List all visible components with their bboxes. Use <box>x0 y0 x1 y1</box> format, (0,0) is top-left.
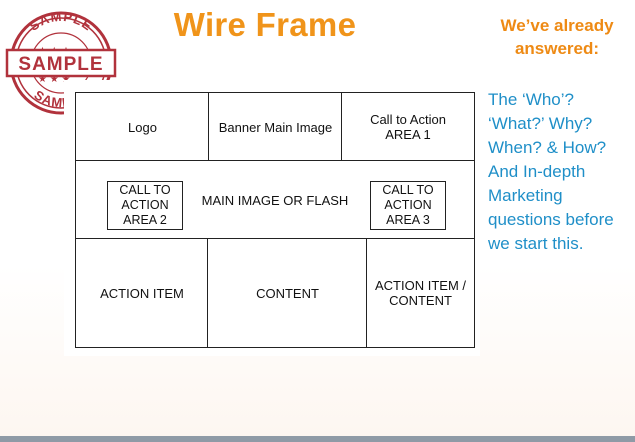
side-heading: We’ve already answered: <box>486 14 628 60</box>
cta3-label: CALL TO ACTION AREA 3 <box>382 183 433 228</box>
cta1-label: Call to Action AREA 1 <box>370 112 446 142</box>
cta1-line: AREA 1 <box>385 127 431 142</box>
wireframe-action-item-content-box: ACTION ITEM / CONTENT <box>366 238 475 348</box>
side-body-line: And In-depth <box>488 162 586 181</box>
svg-text:★ ★ ★: ★ ★ ★ <box>38 74 70 85</box>
wireframe-logo-box: Logo <box>75 92 210 162</box>
wireframe-cta1-box: Call to Action AREA 1 <box>341 92 475 162</box>
cta3-line: AREA 3 <box>386 213 430 227</box>
wireframe-cta2-box: CALL TO ACTION AREA 2 <box>107 181 183 230</box>
action-item-content-line: ACTION ITEM / <box>375 278 466 293</box>
bottom-bar <box>0 436 635 442</box>
side-body-line: When? & How? <box>488 138 607 157</box>
side-heading-line: answered: <box>514 39 600 58</box>
page-title: Wire Frame <box>173 6 357 43</box>
cta2-line: ACTION <box>121 198 169 212</box>
wireframe-banner-box: Banner Main Image <box>208 92 343 162</box>
action-item-label: ACTION ITEM <box>100 285 184 301</box>
action-item-content-label: ACTION ITEM / CONTENT <box>375 278 466 308</box>
wireframe-content-box: CONTENT <box>207 238 368 348</box>
cta3-line: CALL TO <box>382 183 434 197</box>
cta3-line: ACTION <box>384 198 432 212</box>
logo-label: Logo <box>128 119 157 135</box>
cta2-label: CALL TO ACTION AREA 2 <box>119 183 170 228</box>
svg-text:SAMPLE: SAMPLE <box>18 54 103 75</box>
side-body-line: The ‘Who’? <box>488 90 574 109</box>
side-body-line: Marketing <box>488 186 563 205</box>
cta1-line: Call to Action <box>370 112 446 127</box>
side-body-text: The ‘Who’? ‘What?’ Why? When? & How? And… <box>488 88 635 256</box>
side-heading-line: We’ve already <box>500 16 614 35</box>
banner-label: Banner Main Image <box>218 119 333 135</box>
content-label: CONTENT <box>256 285 319 301</box>
svg-text:SAMPLE: SAMPLE <box>26 10 95 34</box>
side-body-line: ‘What?’ Why? <box>488 114 593 133</box>
cta2-line: CALL TO <box>119 183 171 197</box>
wireframe-cta3-box: CALL TO ACTION AREA 3 <box>370 181 446 230</box>
cta2-line: AREA 2 <box>123 213 167 227</box>
main-image-label: MAIN IMAGE OR FLASH <box>201 192 349 208</box>
action-item-content-line: CONTENT <box>389 293 452 308</box>
wireframe-action-item-box: ACTION ITEM <box>75 238 209 348</box>
side-body-line: we start this. <box>488 234 584 253</box>
side-body-line: questions before <box>488 210 614 229</box>
